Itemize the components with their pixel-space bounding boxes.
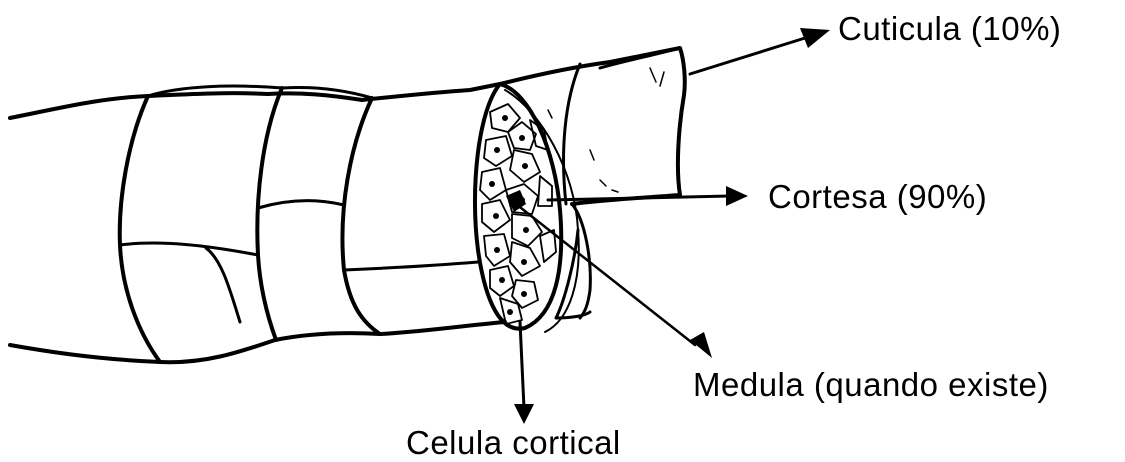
pointer-line-cortesa [548,196,730,200]
cortical-cells [480,104,556,324]
cuticle-division-2 [258,201,344,208]
label-cuticula: Cuticula (10%) [838,12,1061,45]
arrowhead-cortesa [726,186,748,206]
cuticle-division-3 [344,262,478,270]
pointer-line-medula [516,204,695,345]
cuticle-division-4 [206,248,240,322]
pointer-line-cuticula [690,38,805,74]
hair-shaft-top-edge [10,84,500,118]
cuticle-scale-2 [257,88,282,340]
cuticle-division-1 [120,243,258,255]
hair-shaft-bottom-edge [10,322,505,362]
label-medula: Medula (quando existe) [693,368,1049,401]
cuticle-layer-fold [600,48,680,68]
label-celula-cortical: Celula cortical [406,426,621,459]
cuticle-scale-1 [120,96,160,362]
cuticle-layer-inner [564,64,580,204]
pointer-line-celula [520,322,524,408]
label-cortesa: Cortesa (90%) [768,180,987,213]
cuticle-scale-3 [342,98,380,334]
arrowhead-celula [514,404,534,424]
arrowhead-cuticula [800,28,830,48]
